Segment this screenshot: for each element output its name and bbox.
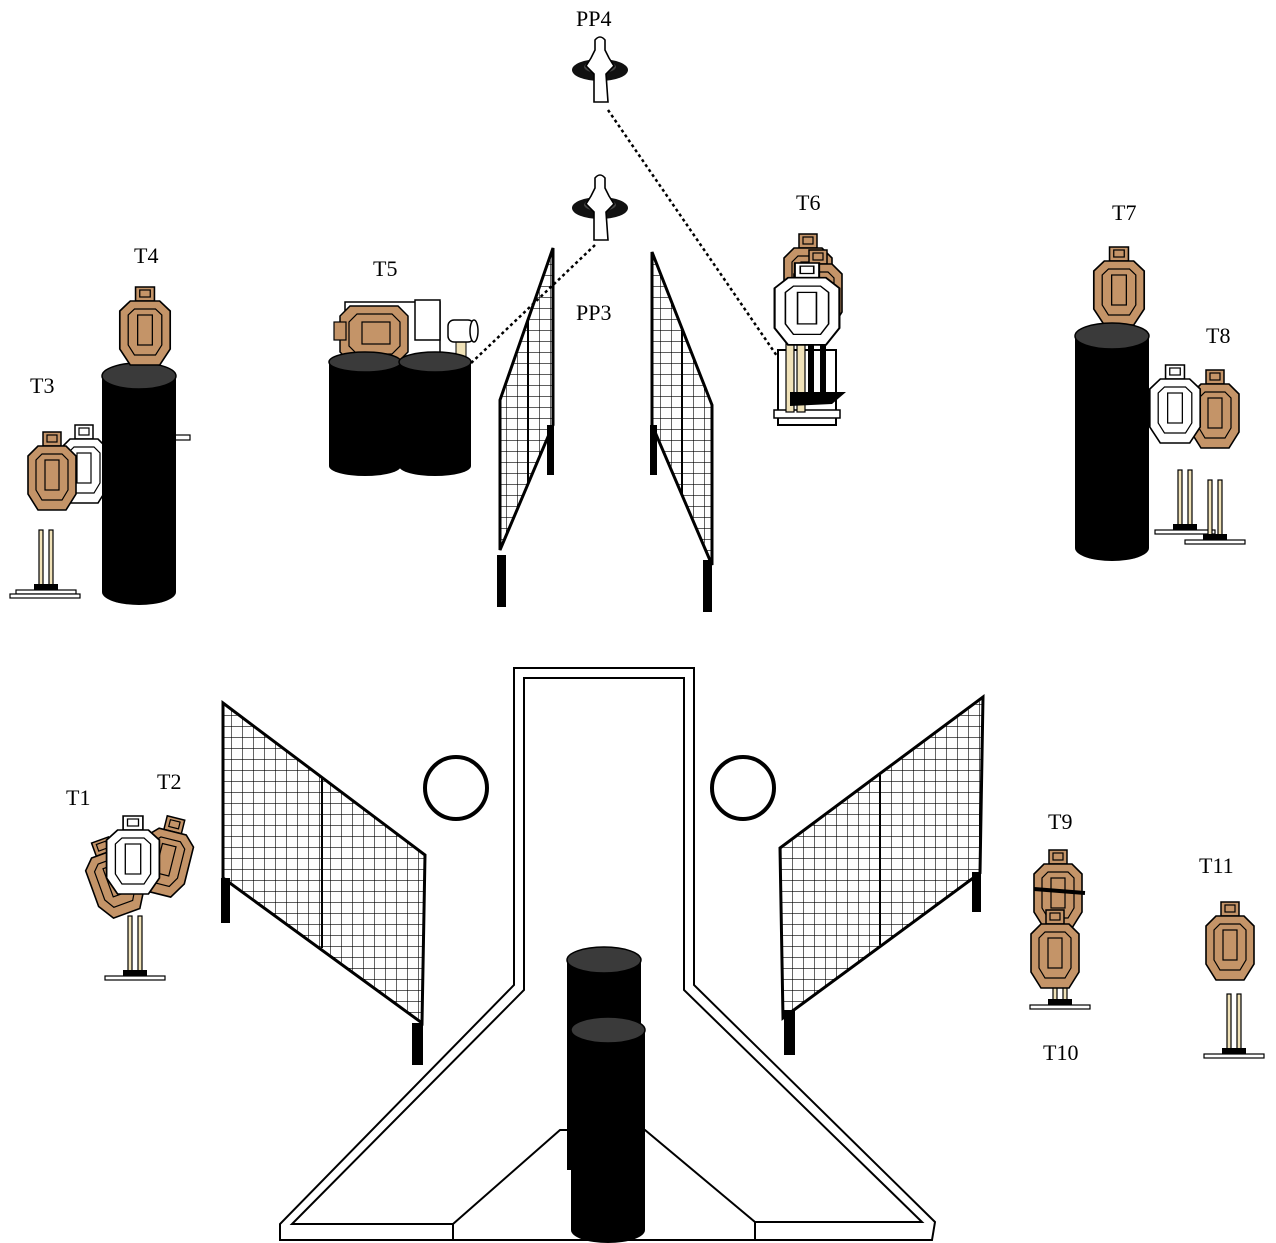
label-t3: T3 bbox=[30, 373, 54, 398]
activation-line-pp4-t6 bbox=[606, 109, 790, 373]
target-t9-t10 bbox=[1029, 849, 1091, 1010]
label-t7: T7 bbox=[1112, 200, 1136, 225]
label-t2: T2 bbox=[157, 769, 181, 794]
label-t5: T5 bbox=[373, 256, 397, 281]
target-t5 bbox=[333, 299, 479, 363]
barrel-center-front bbox=[570, 1016, 646, 1243]
popper-pp4 bbox=[571, 36, 629, 103]
target-t6 bbox=[773, 233, 846, 426]
popper-pp3 bbox=[571, 174, 629, 241]
label-t6: T6 bbox=[796, 190, 820, 215]
label-t4: T4 bbox=[134, 243, 158, 268]
label-pp3: PP3 bbox=[576, 300, 611, 325]
barrel-t5-left bbox=[328, 351, 402, 476]
start-circle-right bbox=[710, 755, 776, 821]
label-t9: T9 bbox=[1048, 809, 1072, 834]
label-t11: T11 bbox=[1199, 853, 1234, 878]
wall-top-right bbox=[650, 251, 714, 612]
label-t8: T8 bbox=[1206, 323, 1230, 348]
activation-line-pp3-t5 bbox=[467, 244, 596, 367]
target-t1-t2 bbox=[76, 811, 201, 981]
barrel-t7 bbox=[1074, 322, 1150, 561]
wall-bottom-right bbox=[778, 693, 985, 1055]
barrel-t5-right bbox=[398, 351, 472, 476]
barrel-t4 bbox=[101, 362, 191, 605]
label-t10: T10 bbox=[1043, 1040, 1078, 1065]
target-t11 bbox=[1203, 901, 1265, 1059]
target-t3 bbox=[9, 424, 109, 599]
wall-top-left bbox=[497, 247, 555, 607]
label-pp4: PP4 bbox=[576, 6, 611, 31]
wall-bottom-left bbox=[221, 699, 427, 1065]
start-circle-left bbox=[423, 755, 489, 821]
target-t7 bbox=[1092, 246, 1146, 326]
target-t8 bbox=[1148, 364, 1246, 545]
label-t1: T1 bbox=[66, 785, 90, 810]
target-t4 bbox=[118, 286, 172, 366]
